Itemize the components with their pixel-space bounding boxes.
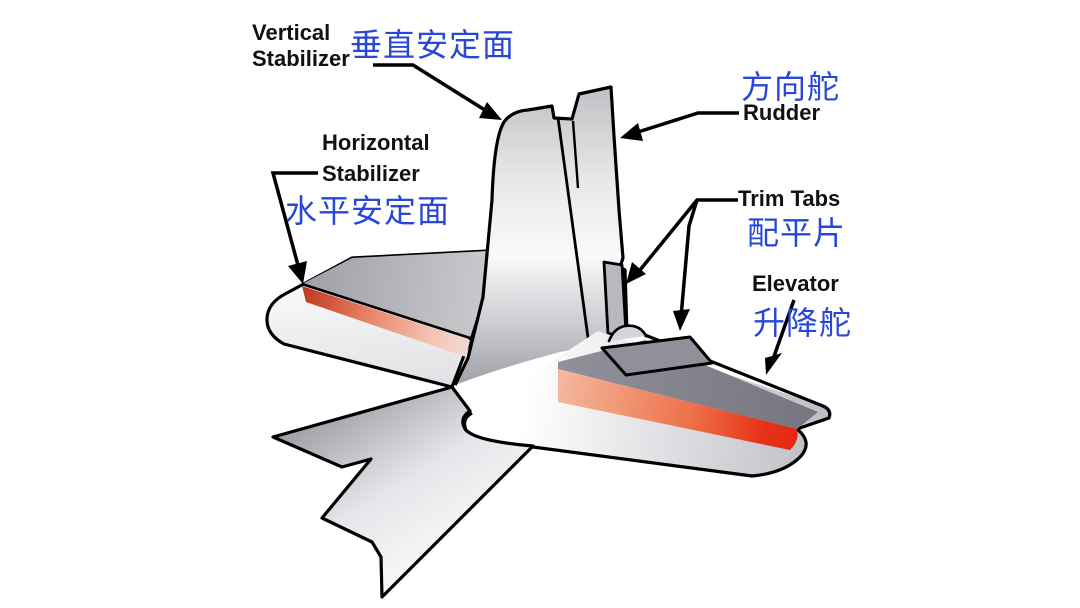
vertical-stabilizer-arrowhead <box>479 102 502 120</box>
label-rudder-en: Rudder <box>743 100 820 125</box>
vertical-stabilizer-leader-line <box>373 63 489 114</box>
elevator-left-hinge-line <box>301 282 471 340</box>
label-line: Stabilizer <box>252 46 350 71</box>
label-trim-tabs-zh: 配平片 <box>747 215 847 251</box>
rudder-leader-line <box>637 111 739 134</box>
label-horizontal-stabilizer-en: Horizontal Stabilizer <box>322 127 430 189</box>
label-rudder-zh: 方向舵 <box>741 69 841 105</box>
vertical-stabilizer-outline <box>453 85 629 386</box>
root-fairing-shape <box>607 324 648 343</box>
label-horizontal-stabilizer-zh: 水平安定面 <box>285 193 451 229</box>
label-line: Vertical <box>252 20 331 45</box>
rudder-horn-line <box>571 120 580 189</box>
elevator-trim-tab-shape <box>600 335 714 377</box>
elevator-left-shape <box>302 286 470 357</box>
rudder-hinge-line <box>556 117 591 346</box>
rudder-arrowhead <box>620 123 643 141</box>
trim-tab-elevator-leader-line <box>679 199 699 318</box>
arrowheads <box>288 102 782 375</box>
elevator-leader-line <box>770 299 796 363</box>
stabilizer-left-top-shape <box>302 251 488 338</box>
label-elevator-en: Elevator <box>752 271 839 296</box>
elevator-right-shape <box>558 369 798 450</box>
label-line: Horizontal <box>322 130 430 155</box>
leader-lines <box>270 63 796 363</box>
label-trim-tabs-en: Trim Tabs <box>738 186 841 211</box>
rudder-trim-tab-shape <box>602 260 628 336</box>
label-line: Stabilizer <box>322 161 420 186</box>
label-elevator-zh: 升降舵 <box>753 305 853 341</box>
elevator-arrowhead <box>765 353 782 375</box>
label-vertical-stabilizer-zh: 垂直安定面 <box>350 27 516 63</box>
horizontal-stabilizer-leader-line <box>270 171 318 270</box>
horizontal-stabilizer-arrowhead <box>288 261 307 284</box>
trim-tab-elevator-arrowhead <box>673 309 690 331</box>
label-vertical-stabilizer-en: Vertical Stabilizer <box>252 20 350 72</box>
trim-tab-rudder-arrowhead <box>626 262 646 284</box>
fuselage-shape <box>271 385 535 599</box>
